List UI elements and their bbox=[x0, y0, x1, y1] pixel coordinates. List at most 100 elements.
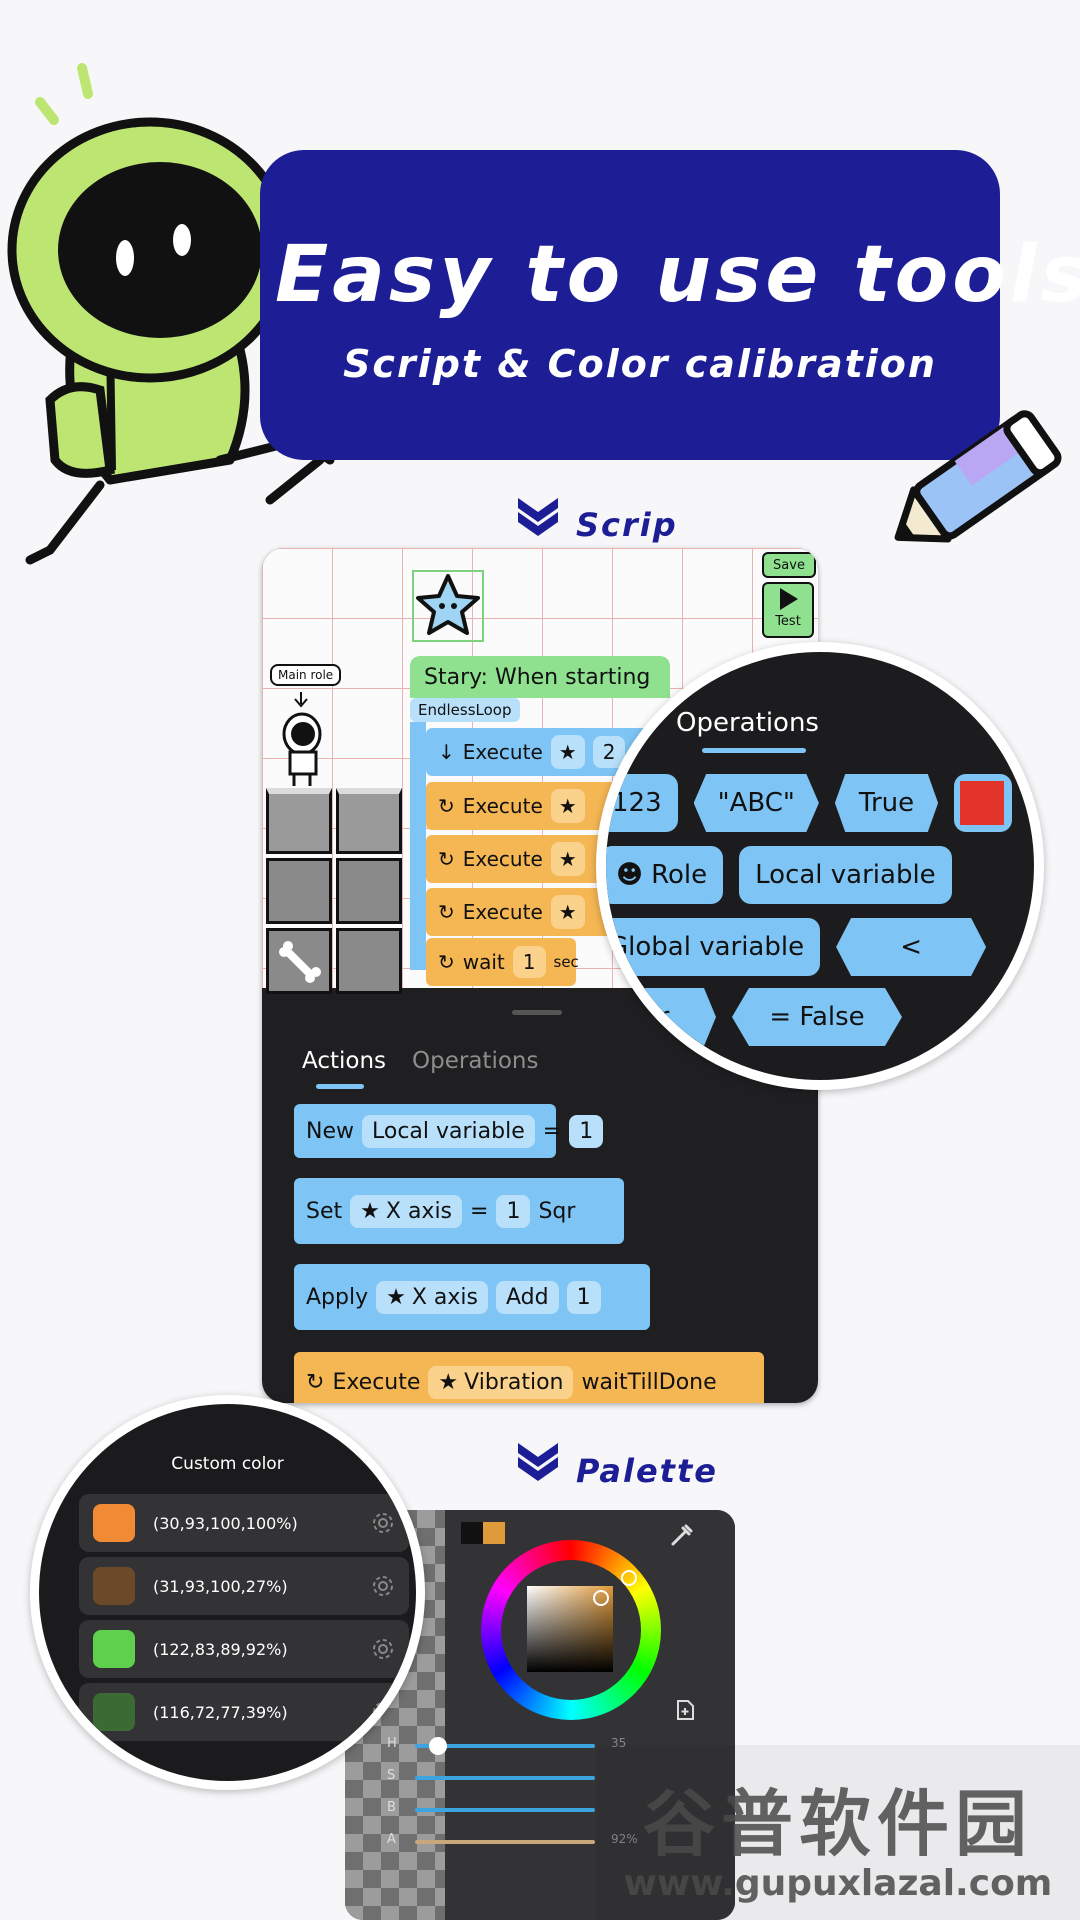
slider-track[interactable] bbox=[415, 1840, 595, 1844]
star-icon: ★ bbox=[360, 1198, 380, 1224]
action-new-variable[interactable]: New Local variable = 1 bbox=[294, 1104, 604, 1158]
number-block[interactable]: 123 bbox=[606, 774, 678, 832]
equals-sign: = bbox=[470, 1198, 489, 1224]
star-chip-icon[interactable]: ★ bbox=[550, 895, 585, 929]
refresh-icon: ↻ bbox=[306, 1369, 325, 1395]
arrow-down-icon: ↓ bbox=[438, 740, 455, 764]
slider-track[interactable] bbox=[415, 1776, 595, 1780]
wait-unit: sec bbox=[553, 953, 579, 971]
chevron-down-icon bbox=[518, 1443, 558, 1481]
slider-track[interactable] bbox=[415, 1744, 595, 1748]
color-swatch bbox=[93, 1567, 135, 1605]
banner-subtitle: Script & Color calibration bbox=[343, 342, 937, 386]
color-swatch bbox=[93, 1504, 135, 1542]
play-icon bbox=[780, 588, 798, 610]
slider-name: H bbox=[387, 1736, 397, 1751]
slider-track[interactable] bbox=[415, 1808, 595, 1812]
bone-icon bbox=[279, 941, 321, 983]
wait-value[interactable]: 1 bbox=[512, 946, 546, 978]
custom-color-title: Custom color bbox=[171, 1454, 284, 1474]
operator-chip[interactable]: Add bbox=[496, 1280, 559, 1314]
event-block[interactable]: Stary: When starting bbox=[410, 656, 670, 698]
string-block[interactable]: "ABC" bbox=[693, 774, 819, 832]
star-chip-icon[interactable]: ★ bbox=[550, 735, 585, 769]
picker-handle[interactable] bbox=[593, 1590, 609, 1606]
local-variable-block[interactable]: Local variable bbox=[739, 846, 952, 904]
boolean-block[interactable]: True bbox=[834, 774, 939, 832]
custom-color-row[interactable]: (116,72,77,39%) bbox=[79, 1683, 409, 1741]
eyedropper-icon[interactable] bbox=[667, 1522, 695, 1550]
watermark: 谷普软件园 www.gupuxlazal.com bbox=[596, 1745, 1080, 1920]
refresh-icon: ↻ bbox=[438, 900, 455, 924]
variable-chip[interactable]: Local variable bbox=[362, 1114, 535, 1148]
action-set-axis[interactable]: Set ★X axis = 1 Sqr bbox=[294, 1178, 624, 1244]
star-sprite-icon[interactable] bbox=[412, 570, 484, 642]
color-value: (116,72,77,39%) bbox=[153, 1702, 288, 1722]
star-axis-chip[interactable]: ★X axis bbox=[376, 1280, 488, 1314]
refresh-icon: ↻ bbox=[438, 847, 455, 871]
color-block[interactable] bbox=[954, 774, 1013, 832]
drawer-handle[interactable] bbox=[512, 1010, 562, 1015]
watermark-url: www.gupuxlazal.com bbox=[623, 1863, 1053, 1904]
previous-color-swatch[interactable] bbox=[483, 1522, 505, 1544]
star-action-chip[interactable]: ★Vibration bbox=[428, 1365, 574, 1399]
slider-name: B bbox=[387, 1800, 396, 1815]
tab-operations[interactable]: Operations bbox=[676, 708, 819, 738]
hue-wheel[interactable] bbox=[481, 1540, 661, 1720]
active-tab-indicator bbox=[702, 748, 806, 753]
gear-icon[interactable] bbox=[371, 1637, 395, 1661]
custom-color-row[interactable]: (122,83,89,92%) bbox=[79, 1620, 409, 1678]
test-button[interactable]: Test bbox=[762, 582, 814, 638]
equals-block[interactable]: = False bbox=[732, 988, 902, 1046]
endless-loop-label[interactable]: EndlessLoop bbox=[410, 698, 520, 722]
action-execute-vibration[interactable]: ↻ Execute ★Vibration waitTillDone bbox=[294, 1352, 764, 1403]
slider-knob[interactable] bbox=[428, 1737, 447, 1755]
new-label: New bbox=[306, 1118, 354, 1144]
color-value: (122,83,89,92%) bbox=[153, 1639, 288, 1659]
custom-color-row[interactable]: (31,93,100,27%) bbox=[79, 1557, 409, 1615]
false-value: False bbox=[799, 1002, 865, 1032]
equals-sign: = bbox=[542, 1118, 562, 1144]
gear-icon[interactable] bbox=[371, 1574, 395, 1598]
value-chip[interactable]: 1 bbox=[566, 1280, 601, 1314]
star-axis-chip[interactable]: ★X axis bbox=[350, 1194, 463, 1228]
slider-value: 92% bbox=[611, 1832, 638, 1846]
add-color-icon[interactable] bbox=[673, 1698, 697, 1722]
color-value: (30,93,100,100%) bbox=[153, 1513, 298, 1533]
tab-operations[interactable]: Operations bbox=[412, 1048, 539, 1074]
wait-block[interactable]: ↻ wait 1 sec bbox=[426, 938, 579, 986]
section-label-script: Scrip bbox=[576, 506, 678, 544]
custom-color-row[interactable]: (30,93,100,100%) bbox=[79, 1494, 409, 1552]
value-chip[interactable]: 1 bbox=[496, 1194, 531, 1228]
gear-icon[interactable] bbox=[371, 1700, 395, 1724]
color-value: (31,93,100,27%) bbox=[153, 1576, 288, 1596]
axis-label: X axis bbox=[411, 1284, 478, 1310]
comparison-block[interactable]: < bbox=[836, 918, 987, 976]
block-value[interactable]: 2 bbox=[592, 736, 626, 768]
action-apply-axis[interactable]: Apply ★X axis Add 1 bbox=[294, 1264, 650, 1330]
mode-label[interactable]: waitTillDone bbox=[581, 1369, 717, 1395]
role-block[interactable]: ☻ Role bbox=[606, 846, 724, 904]
equals-sign: = bbox=[769, 1002, 792, 1032]
value-chip[interactable]: 1 bbox=[569, 1114, 604, 1148]
tab-actions[interactable]: Actions bbox=[302, 1048, 387, 1074]
wait-label: wait bbox=[462, 950, 505, 974]
function-label[interactable]: Sqr bbox=[538, 1198, 576, 1224]
main-role-sprite-icon[interactable] bbox=[276, 690, 326, 790]
tab-actions-partial[interactable]: ns bbox=[620, 708, 651, 738]
banner-title: Easy to use tools bbox=[275, 230, 1080, 320]
execute-label: Execute bbox=[332, 1369, 421, 1395]
star-chip-icon[interactable]: ★ bbox=[550, 789, 585, 823]
save-button[interactable]: Save bbox=[762, 552, 816, 578]
or-block[interactable]: or bbox=[606, 988, 716, 1046]
hue-handle[interactable] bbox=[621, 1570, 637, 1586]
gear-icon[interactable] bbox=[371, 1511, 395, 1535]
main-role-label: Main role bbox=[270, 664, 342, 686]
current-color-swatch[interactable] bbox=[461, 1522, 483, 1544]
custom-color-magnifier: Custom color (30,93,100,100%) (31,93,100,… bbox=[30, 1395, 425, 1790]
section-label-palette: Palette bbox=[576, 1452, 718, 1490]
global-variable-block[interactable]: Global variable bbox=[606, 918, 821, 976]
test-label: Test bbox=[775, 614, 801, 629]
star-chip-icon[interactable]: ★ bbox=[550, 842, 585, 876]
